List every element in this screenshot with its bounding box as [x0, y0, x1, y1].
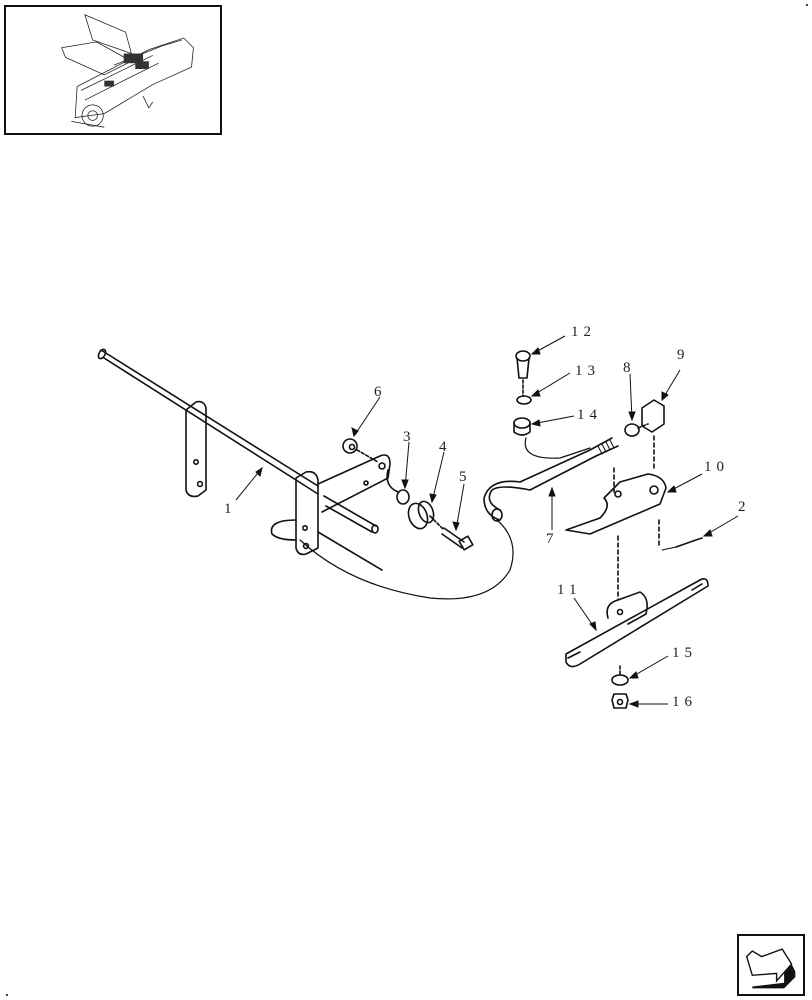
callout-7: 7 — [546, 531, 559, 547]
callout-3: 3 — [403, 429, 416, 445]
callout-12: 12 — [571, 324, 596, 340]
callout-4: 4 — [439, 439, 452, 455]
corner-mark — [806, 4, 808, 6]
previous-page-button[interactable] — [737, 934, 805, 996]
shaft-part-1 — [97, 348, 391, 571]
callout-1: 1 — [224, 501, 237, 517]
callout-11: 11 — [557, 582, 582, 598]
baler-overview-illustration — [61, 14, 194, 128]
callout-6: 6 — [374, 384, 387, 400]
callout-9: 9 — [677, 347, 690, 363]
callout-5: 5 — [459, 469, 472, 485]
arrow-back-icon — [745, 948, 796, 989]
corner-mark — [6, 994, 8, 996]
machine-overview-thumbnail — [4, 5, 222, 135]
callout-16: 16 — [672, 694, 697, 710]
callout-10: 10 — [704, 459, 729, 475]
callout-14: 14 — [577, 407, 602, 423]
callout-8: 8 — [623, 360, 636, 376]
callout-13: 13 — [575, 363, 600, 379]
callout-2: 2 — [738, 499, 751, 515]
callout-15: 15 — [672, 645, 697, 661]
